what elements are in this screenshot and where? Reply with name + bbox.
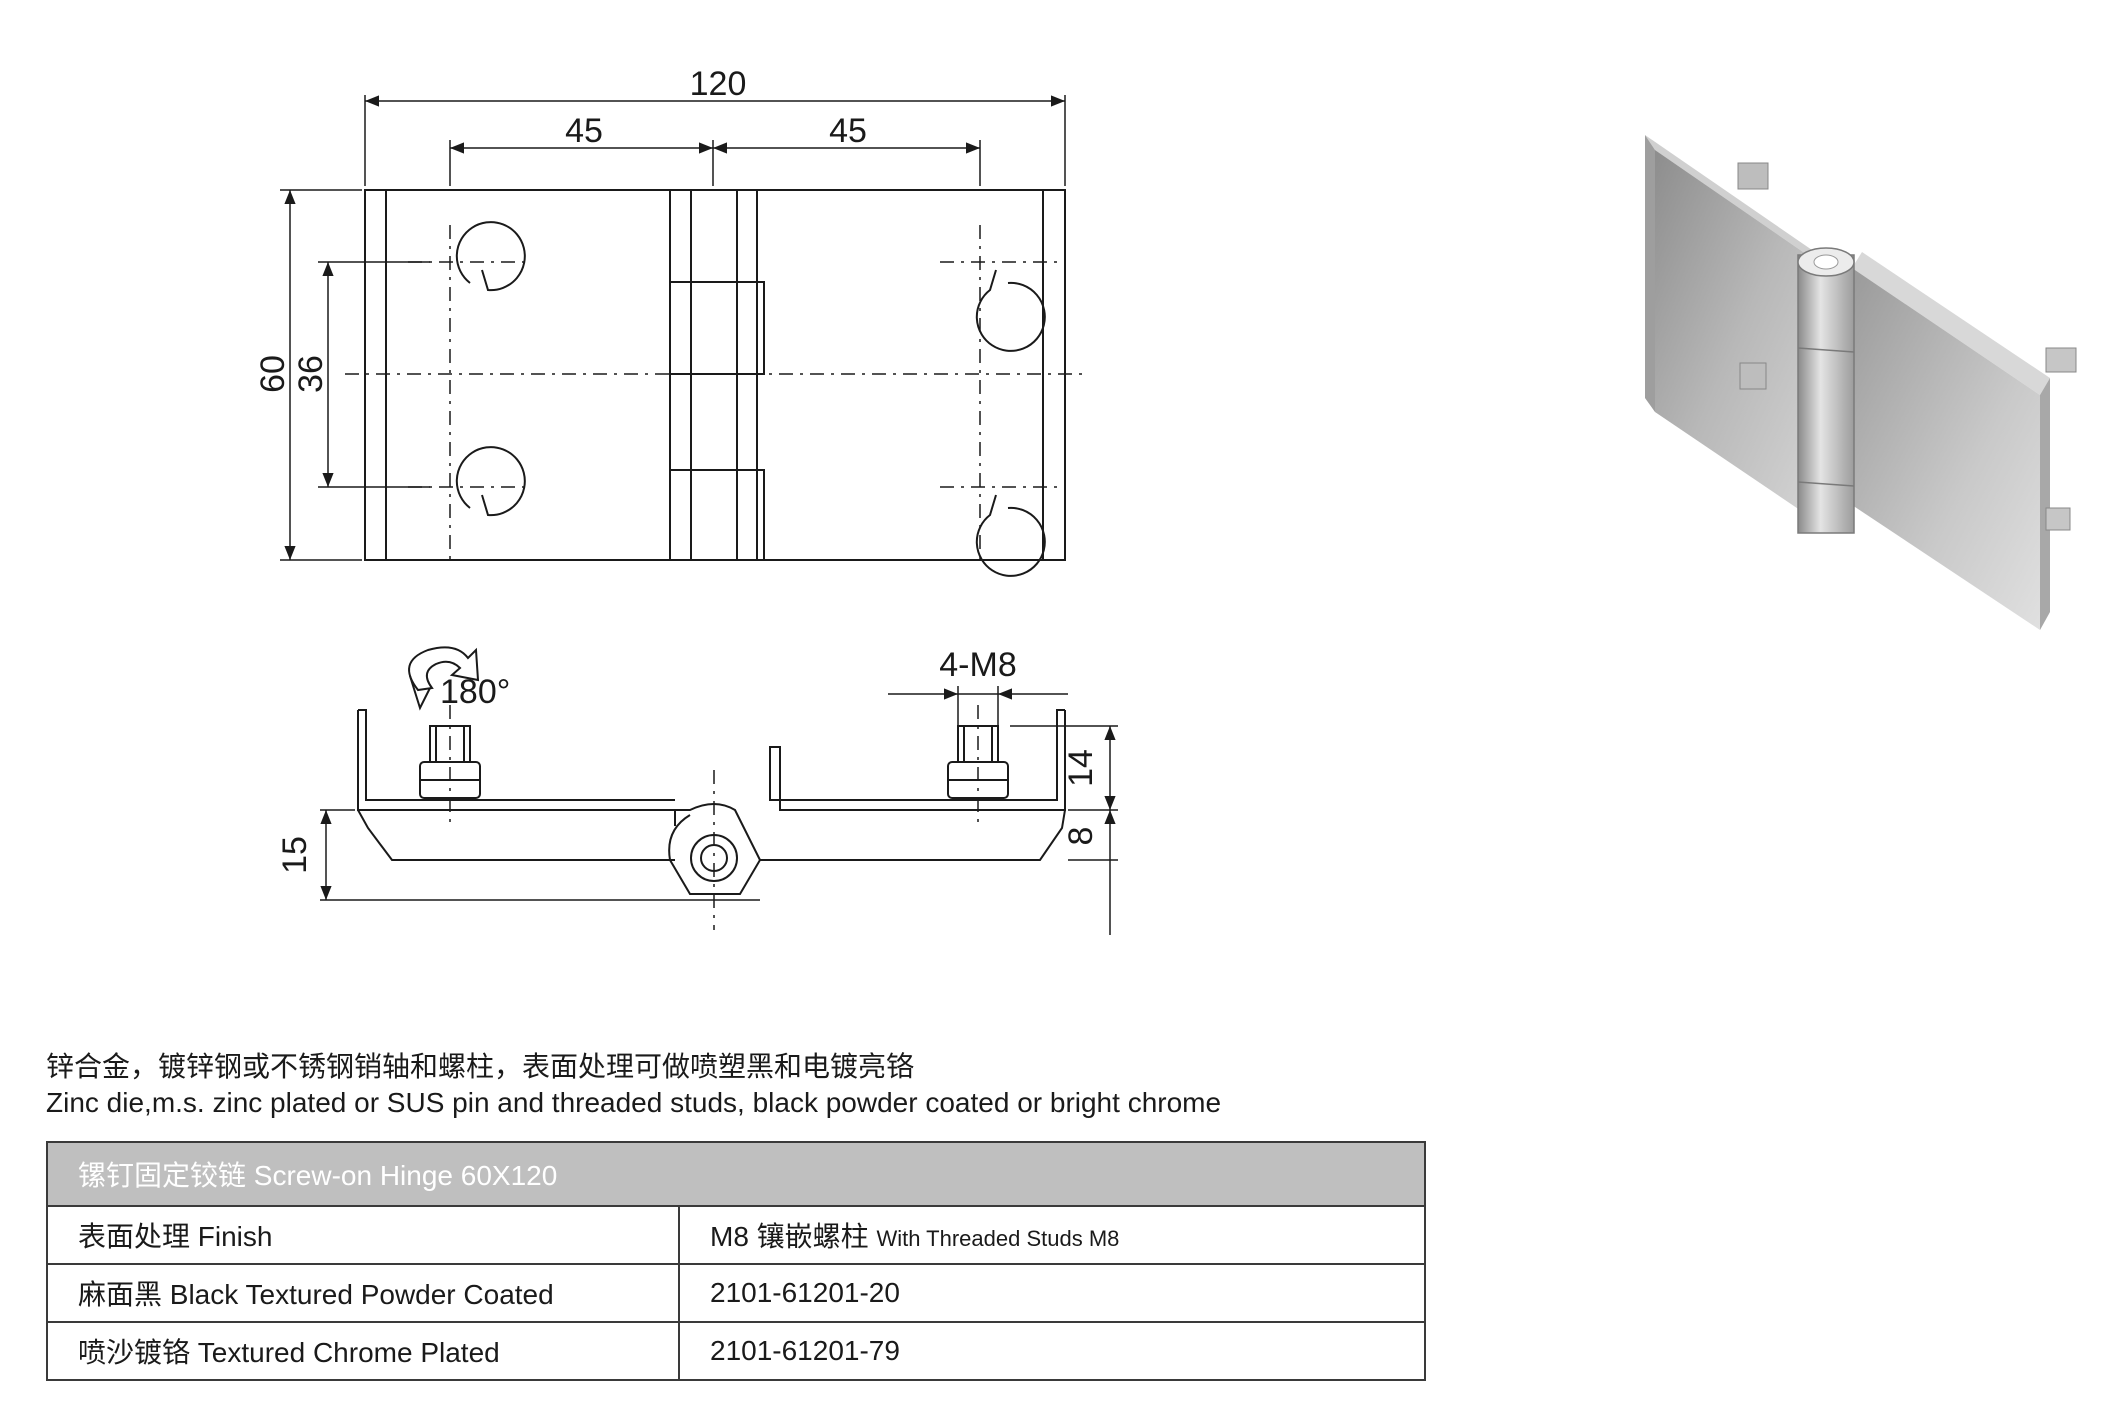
header-finish: 表面处理 Finish	[46, 1205, 680, 1265]
right-leaf-profile	[760, 709, 1066, 861]
row-finish: 喷沙镀铬 Textured Chrome Plated	[46, 1321, 680, 1381]
row-code: 2101-61201-79	[678, 1321, 1426, 1381]
dim-overall-height: 60	[254, 355, 292, 393]
header-variant-sub: With Threaded Studs M8	[876, 1226, 1120, 1251]
row-finish: 麻面黑 Black Textured Powder Coated	[46, 1263, 680, 1323]
left-leaf-outline	[364, 189, 671, 561]
table-row: 麻面黑 Black Textured Powder Coated 2101-61…	[46, 1263, 1426, 1323]
right-leaf-outline	[756, 189, 1066, 561]
dim-hinge-thickness: 15	[276, 836, 314, 874]
dim-hole-vertical-spacing: 36	[292, 355, 330, 393]
header-variant: M8 镶嵌螺柱 With Threaded Studs M8	[678, 1205, 1426, 1265]
description-chinese: 锌合金，镀锌钢或不锈钢销轴和螺柱，表面处理可做喷塑黑和电镀亮铬	[46, 1051, 915, 1082]
knuckle-top	[669, 189, 765, 561]
rotation-arrow	[408, 646, 480, 692]
side-dimension-lines	[320, 686, 1118, 935]
table-title-row: 镙钉固定铰链 Screw-on Hinge 60X120	[46, 1141, 1426, 1207]
header-variant-main: M8 镶嵌螺柱	[710, 1221, 869, 1252]
dim-plate-thickness: 8	[1062, 827, 1100, 846]
dimension-lines	[284, 95, 1065, 560]
knuckle-section	[668, 803, 762, 895]
table-header-row: 表面处理 Finish M8 镶嵌螺柱 With Threaded Studs …	[46, 1205, 1426, 1265]
row-code: 2101-61201-20	[678, 1263, 1426, 1323]
table-title: 镙钉固定铰链 Screw-on Hinge 60X120	[46, 1141, 1426, 1207]
spec-table: 镙钉固定铰链 Screw-on Hinge 60X120 表面处理 Finish…	[46, 1141, 1426, 1381]
side-view	[320, 646, 1118, 935]
mounting-holes	[455, 221, 1046, 577]
dim-stud-thread: 4-M8	[939, 646, 1016, 684]
dim-stud-height: 14	[1062, 749, 1100, 787]
table-row: 喷沙镀铬 Textured Chrome Plated 2101-61201-7…	[46, 1321, 1426, 1381]
description-english: Zinc die,m.s. zinc plated or SUS pin and…	[46, 1087, 1222, 1118]
dim-rotation-angle: 180°	[440, 673, 510, 711]
top-view	[280, 95, 1085, 577]
dim-overall-width: 120	[690, 65, 747, 103]
center-lines	[345, 225, 1085, 560]
extension-lines	[280, 95, 1066, 561]
hinge-3d-render	[1645, 135, 2077, 630]
left-leaf-profile	[357, 709, 676, 861]
dim-hole-spacing-left: 45	[565, 112, 603, 150]
dim-hole-spacing-right: 45	[829, 112, 867, 150]
